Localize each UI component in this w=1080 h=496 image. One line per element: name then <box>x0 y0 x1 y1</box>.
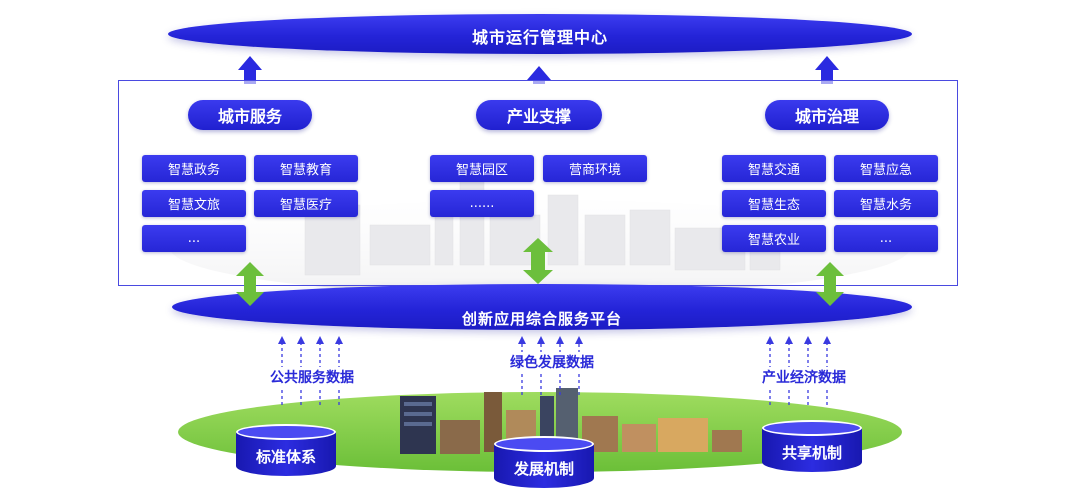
up-arrows-top <box>238 56 839 84</box>
tile-smart-traffic: 智慧交通 <box>722 155 826 182</box>
platform-ellipse: 创新应用综合服务平台 <box>172 284 912 330</box>
green-arrows <box>236 238 844 306</box>
tile-business-environment: 营商环境 <box>543 155 647 182</box>
group-title-city-service: 城市服务 <box>188 100 312 130</box>
tile-smart-water: 智慧水务 <box>834 190 938 217</box>
foundation-sharing-mechanism: 共享机制 <box>762 420 862 472</box>
data-source-industrial-economy: 产业经济数据 <box>752 367 856 387</box>
tile-smart-education: 智慧教育 <box>254 155 358 182</box>
foundation-label: 发展机制 <box>513 460 574 478</box>
foundation-label: 共享机制 <box>781 444 842 462</box>
data-source-public-service: 公共服务数据 <box>260 367 364 387</box>
tile-smart-medical: 智慧医疗 <box>254 190 358 217</box>
tile-smart-government: 智慧政务 <box>142 155 246 182</box>
top-center-ellipse: 城市运行管理中心 <box>168 14 912 54</box>
foundation-label: 标准体系 <box>255 448 316 466</box>
tile-more-city-service: ... <box>142 225 246 252</box>
foundation-development-mechanism: 发展机制 <box>494 436 594 488</box>
platform-title: 创新应用综合服务平台 <box>461 310 622 328</box>
tile-smart-agriculture: 智慧农业 <box>722 225 826 252</box>
tile-smart-tourism: 智慧文旅 <box>142 190 246 217</box>
data-source-green-development: 绿色发展数据 <box>500 352 604 372</box>
group-title-industry-support: 产业支撑 <box>476 100 602 130</box>
foundation-standard-system: 标准体系 <box>236 424 336 476</box>
tile-smart-emergency: 智慧应急 <box>834 155 938 182</box>
tile-smart-ecology: 智慧生态 <box>722 190 826 217</box>
top-center-title: 城市运行管理中心 <box>471 28 608 47</box>
tile-more-industry: ...... <box>430 190 534 217</box>
tile-smart-park: 智慧园区 <box>430 155 534 182</box>
group-title-city-governance: 城市治理 <box>765 100 889 130</box>
tile-more-governance: ... <box>834 225 938 252</box>
